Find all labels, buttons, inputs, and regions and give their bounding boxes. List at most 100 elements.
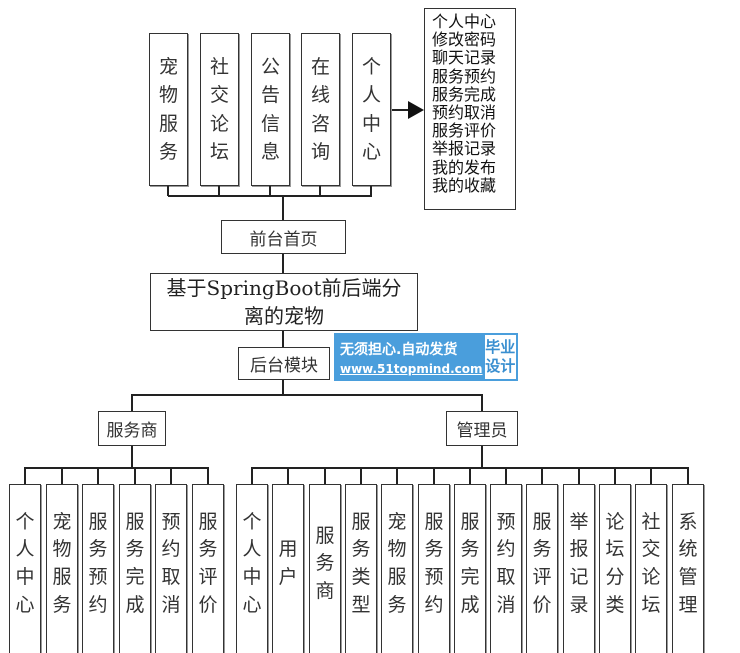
backend-module-label: 后台模块 [250, 356, 318, 376]
connector [282, 254, 284, 273]
frontend-home-box: 前台首页 [221, 220, 346, 254]
connector [360, 467, 362, 484]
connector [324, 467, 326, 484]
watermark-badge: 毕业 设计 [484, 335, 516, 379]
provider-module-label: 服务完成 [125, 510, 145, 616]
connector [687, 467, 689, 484]
connector [469, 467, 471, 484]
admin-module-label: 系统管理 [678, 510, 698, 616]
provider-module-box: 宠物服务 [46, 484, 78, 653]
connector [282, 331, 284, 347]
admin-module-label: 服务预约 [424, 510, 444, 616]
admin-module-label: 服务商 [315, 524, 335, 602]
admin-module-box: 论坛分类 [599, 484, 631, 653]
connector [61, 467, 63, 484]
frontend-module-label: 个人中心 [361, 55, 381, 164]
frontend-module-label: 社交论坛 [209, 55, 229, 164]
arrow-right-icon [408, 101, 424, 119]
frontend-module-label: 公告信息 [260, 55, 280, 164]
personal-center-item: 修改密码 [432, 30, 497, 50]
connector [370, 186, 372, 196]
provider-module-box: 个人中心 [9, 484, 41, 653]
connector [396, 467, 398, 484]
connector [505, 467, 507, 484]
connector [131, 446, 133, 468]
connector [251, 467, 253, 484]
connector [433, 467, 435, 484]
frontend-module-box: 社交论坛 [200, 33, 239, 186]
admin-module-label: 举报记录 [569, 510, 589, 616]
frontend-module-box: 个人中心 [352, 33, 391, 186]
connector [97, 467, 99, 484]
admin-module-label: 论坛分类 [605, 510, 625, 616]
personal-center-item: 我的发布 [432, 157, 497, 177]
connector [167, 186, 169, 196]
provider-module-box: 服务评价 [192, 484, 224, 653]
admin-module-box: 社交论坛 [635, 484, 667, 653]
admin-role-label: 管理员 [456, 421, 508, 441]
personal-center-item: 举报记录 [432, 139, 497, 159]
connector [282, 195, 284, 220]
personal-center-item: 服务预约 [432, 66, 497, 86]
title-line-1: 基于SpringBoot前后端分 [166, 276, 402, 300]
connector [170, 467, 172, 484]
frontend-module-box: 宠物服务 [149, 33, 188, 186]
admin-module-box: 举报记录 [563, 484, 595, 653]
admin-module-label: 服务完成 [460, 510, 480, 616]
admin-module-label: 预约取消 [496, 510, 516, 616]
personal-center-item: 个人中心 [432, 12, 497, 31]
frontend-module-label: 宠物服务 [158, 55, 178, 164]
admin-module-label: 社交论坛 [641, 510, 661, 616]
provider-module-label: 宠物服务 [52, 510, 72, 616]
frontend-module-box: 在线咨询 [301, 33, 340, 186]
frontend-module-label: 在线咨询 [310, 55, 330, 164]
watermark-slogan: 无须担心.自动发货 [340, 341, 458, 358]
connector [207, 467, 209, 484]
admin-module-box: 服务完成 [454, 484, 486, 653]
admin-module-box: 系统管理 [672, 484, 704, 653]
admin-module-box: 宠物服务 [381, 484, 413, 653]
connector [614, 467, 616, 484]
admin-module-box: 个人中心 [236, 484, 268, 653]
connector [578, 467, 580, 484]
title-line-2: 离的宠物 [244, 304, 324, 328]
backend-connector-bar [131, 394, 483, 396]
personal-center-item: 预约取消 [432, 103, 497, 123]
connector [218, 186, 220, 196]
frontend-connector-bar [168, 195, 372, 197]
admin-module-label: 用户 [278, 538, 298, 588]
connector [287, 467, 289, 484]
personal-center-feature-list: 个人中心修改密码聊天记录服务预约服务完成预约取消服务评价举报记录我的发布我的收藏 [424, 8, 516, 210]
provider-role-label: 服务商 [106, 421, 158, 441]
personal-center-item: 聊天记录 [432, 48, 497, 68]
personal-center-item: 我的收藏 [432, 175, 497, 195]
system-title-box: 基于SpringBoot前后端分离的宠物 [150, 273, 418, 331]
admin-module-box: 服务评价 [526, 484, 558, 653]
admin-module-label: 宠物服务 [387, 510, 407, 616]
watermark-url: www.51topmind.com [340, 361, 483, 376]
provider-role-box: 服务商 [98, 411, 166, 446]
connector [269, 186, 271, 196]
connector [131, 394, 133, 411]
connector [282, 380, 284, 395]
provider-module-box: 服务预约 [82, 484, 114, 653]
admin-module-box: 预约取消 [490, 484, 522, 653]
connector [319, 186, 321, 196]
provider-module-label: 服务预约 [88, 510, 108, 616]
provider-module-label: 预约取消 [161, 510, 181, 616]
connector [134, 467, 136, 484]
personal-center-item: 服务完成 [432, 84, 497, 104]
provider-connector-bar [25, 467, 208, 469]
frontend-module-box: 公告信息 [251, 33, 290, 186]
connector [24, 467, 26, 484]
admin-module-box: 服务类型 [345, 484, 377, 653]
watermark-badge-line2: 设计 [485, 357, 516, 375]
connector [481, 394, 483, 411]
connector [481, 446, 483, 468]
admin-module-label: 个人中心 [242, 510, 262, 616]
connector [650, 467, 652, 484]
admin-module-box: 服务商 [309, 484, 341, 653]
provider-module-label: 服务评价 [198, 510, 218, 616]
provider-module-box: 服务完成 [119, 484, 151, 653]
